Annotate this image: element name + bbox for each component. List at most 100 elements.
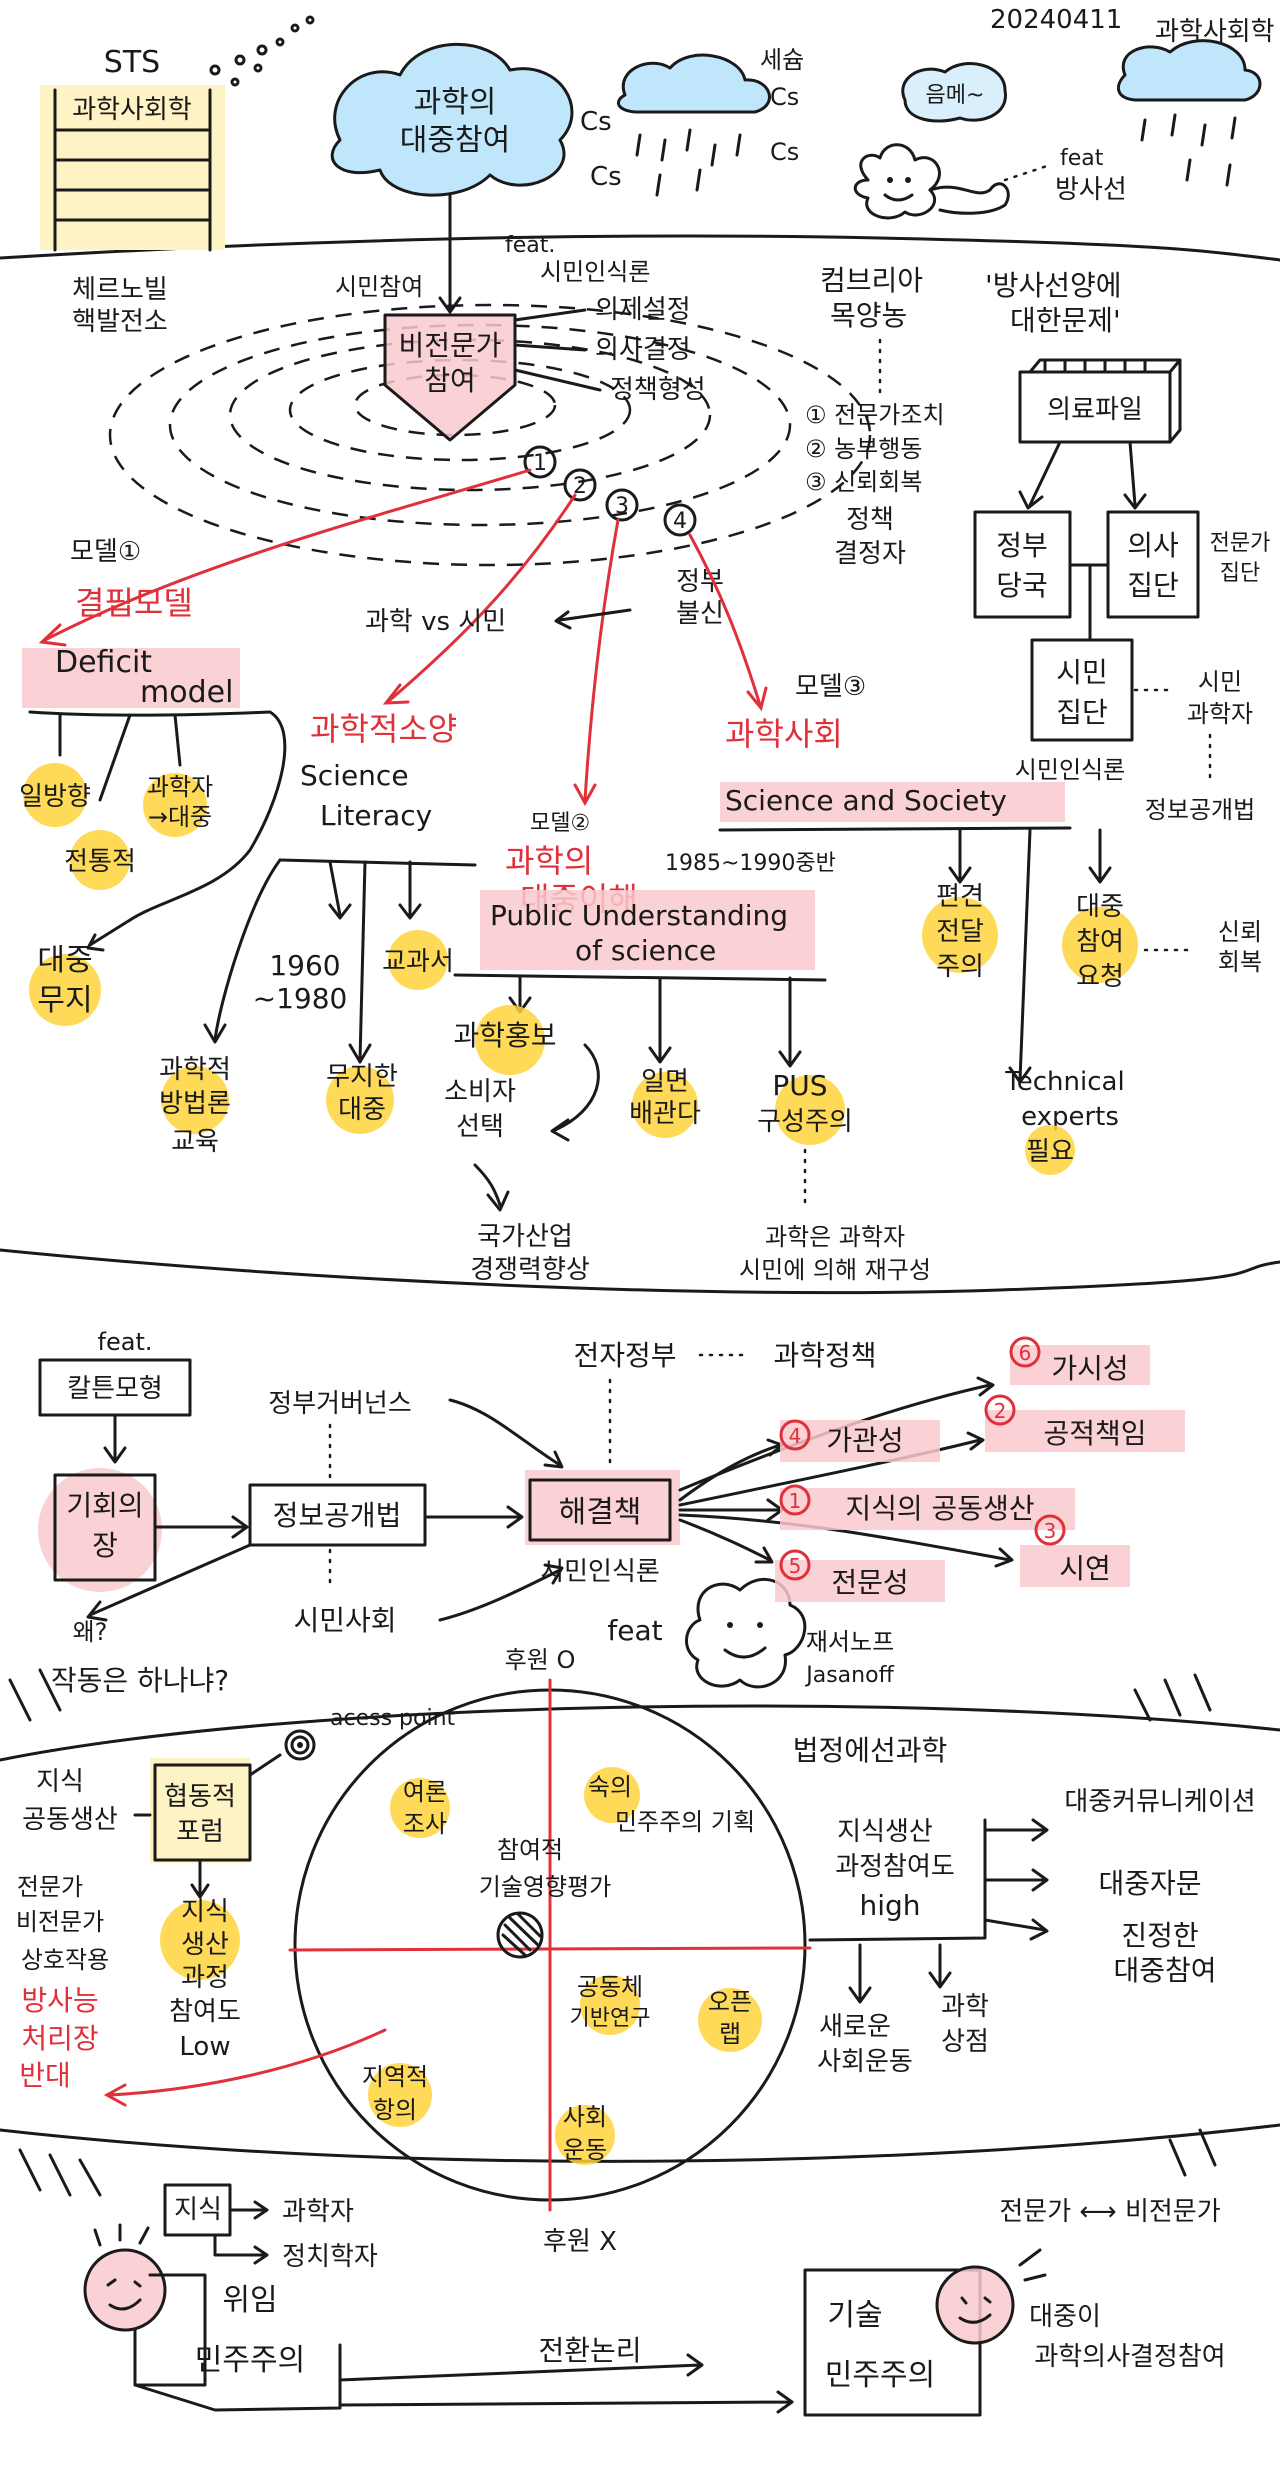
sas-en: Science and Society xyxy=(725,784,1007,817)
citizen-scientist-2: 과학자 xyxy=(1187,700,1253,728)
deficit-en-1: Deficit xyxy=(55,645,152,680)
divider-mid xyxy=(0,1250,1280,1293)
chernobyl-label: 체르노빌 xyxy=(72,275,168,305)
consumer-2: 선택 xyxy=(456,1112,504,1142)
rain-cloud-right xyxy=(1118,41,1260,185)
canton-model: 칼튼모형 xyxy=(67,1374,163,1404)
k-high-1: 지식생산 xyxy=(837,1817,933,1847)
r6-expertise: 전문성 xyxy=(831,1566,908,1599)
years-2: ~1980 xyxy=(253,982,348,1015)
sheep-speech: 음메~ xyxy=(926,83,985,108)
info-law: 정보공개법 xyxy=(273,1499,402,1532)
cloud-text-1: 과학의 xyxy=(414,85,497,120)
model3-label: 모델③ xyxy=(795,672,866,702)
literacy-en-1: Science xyxy=(300,759,409,792)
quadrant-horizontal-axis xyxy=(290,1948,810,1950)
cumbria-title-1: 컴브리아 xyxy=(820,264,923,297)
stage-numbers: 1 2 3 4 xyxy=(525,447,695,535)
co-production-2: 공동생산 xyxy=(22,1805,118,1835)
bottom-scientist: 과학자 xyxy=(282,2197,354,2227)
participatory-1: 참여적 xyxy=(497,1836,563,1864)
new-social-1: 새로운 xyxy=(819,2012,891,2042)
scientist-to-public-2: →대중 xyxy=(148,803,212,831)
opinion-poll-2: 조사 xyxy=(403,1810,447,1838)
solution: 해결책 xyxy=(559,1495,642,1530)
jasanoff-kr: 재서노프 xyxy=(806,1628,894,1656)
r3-num: 2 xyxy=(994,1399,1007,1423)
cumbria-item-2: ② 농부행동 xyxy=(805,435,922,463)
cesium-label: 세슘 xyxy=(760,46,804,74)
period-label: 1985~1990중반 xyxy=(665,851,836,876)
cumbria-quote-2: 대한문제' xyxy=(1010,304,1121,337)
file-label: 의료파일 xyxy=(1047,395,1143,425)
outcome-2: 대중자문 xyxy=(1098,1867,1201,1900)
pus-en-1: Public Understanding xyxy=(490,899,788,932)
shield-text-2: 참여 xyxy=(424,364,476,397)
face-left xyxy=(85,2225,165,2330)
deliberative-2: 민주주의 기획 xyxy=(615,1808,755,1836)
sas-kr: 과학사회 xyxy=(725,715,843,753)
citizen-awareness: 시민인식론 xyxy=(1015,756,1125,784)
gov-box-text-2: 당국 xyxy=(996,569,1048,602)
social-movement-1: 사회 xyxy=(563,2103,607,2131)
trust-recovery-1: 신뢰 xyxy=(1218,918,1262,946)
cloud-text-2: 대중참여 xyxy=(400,123,510,158)
gov-box-text-1: 정부 xyxy=(996,529,1048,562)
stage-4: 4 xyxy=(673,509,687,534)
pus-constructivism-2: 구성주의 xyxy=(757,1107,853,1137)
community-2: 기반연구 xyxy=(570,2006,651,2031)
mass-participation-2: 참여 xyxy=(1076,927,1124,957)
radiation-2: 처리장 xyxy=(21,2022,98,2055)
expert-nonexpert-bottom: 전문가 ⟷ 비전문가 xyxy=(999,2197,1220,2227)
k-prod-1: 지식 xyxy=(181,1897,229,1927)
sci-method-1: 과학적 xyxy=(159,1055,231,1085)
traditional: 전통적 xyxy=(64,847,136,877)
ignorant-public-1: 무지한 xyxy=(326,1062,398,1092)
ignorant-public-2: 대중 xyxy=(338,1095,386,1125)
pus-kr-1: 과학의 xyxy=(505,842,593,880)
open-lab-1: 오픈 xyxy=(708,1988,752,2016)
model1-label: 모델① xyxy=(70,537,141,567)
r5-demonstration: 시연 xyxy=(1059,1552,1111,1585)
sheep-illustration: 음메~ xyxy=(855,64,1050,218)
access-point-icon xyxy=(286,1731,314,1759)
decision-label: 의사결정 xyxy=(595,335,691,365)
years-1: 1960 xyxy=(269,949,340,982)
radiation-1: 방사능 xyxy=(21,1984,98,2017)
tech-democracy-1: 기술 xyxy=(827,2298,882,2333)
stage-1: 1 xyxy=(533,451,547,476)
enlightenment-1: 일면 xyxy=(641,1067,689,1097)
consumer-1: 소비자 xyxy=(444,1077,516,1107)
support-x: 후원 X xyxy=(543,2227,617,2257)
agenda-label: 의제설정 xyxy=(595,295,691,325)
literacy-kr: 과학적소양 xyxy=(310,710,457,748)
participatory-2: 기술영향평가 xyxy=(479,1873,611,1901)
deficit-model-kr: 결핍모델 xyxy=(75,584,193,622)
trust-recovery-2: 회복 xyxy=(1218,948,1262,976)
gov-distrust-2: 불신 xyxy=(676,599,724,629)
one-way: 일방향 xyxy=(19,782,91,812)
particle-spray xyxy=(211,17,313,85)
k-high-3: high xyxy=(859,1889,920,1922)
r6-num: 5 xyxy=(789,1554,802,1578)
r2-objectivity: 가관성 xyxy=(826,1424,903,1457)
header-date: 20240411 xyxy=(990,5,1122,35)
e-gov: 전자정부 xyxy=(573,1339,676,1372)
bias-2: 전달 xyxy=(936,917,984,947)
sts-sub-label: 과학사회학 xyxy=(72,95,192,125)
feat-mid-2: feat xyxy=(607,1614,662,1647)
bias-3: 주의 xyxy=(936,952,984,982)
regional-protest-2: 항의 xyxy=(373,2096,417,2124)
feat-label: feat xyxy=(1060,146,1104,171)
shift-logic: 전환논리 xyxy=(538,2334,641,2367)
k-prod-2: 생산 xyxy=(181,1930,229,1960)
jasanoff-en: Jasanoff xyxy=(804,1663,894,1688)
cs-label-2: Cs xyxy=(590,162,622,192)
sts-building: STS 과학사회학 xyxy=(40,45,225,250)
enlightenment-2: 배관다 xyxy=(629,1099,701,1129)
opportunity-1: 기회의 xyxy=(66,1489,143,1522)
citizen-aware-mid: 시민인식론 xyxy=(540,1557,660,1587)
cumbria-item-3: ③ 신뢰회복 xyxy=(805,468,922,496)
k-prod-4: 참여도 xyxy=(169,1997,241,2027)
feat-name: 방사선 xyxy=(1055,175,1127,205)
